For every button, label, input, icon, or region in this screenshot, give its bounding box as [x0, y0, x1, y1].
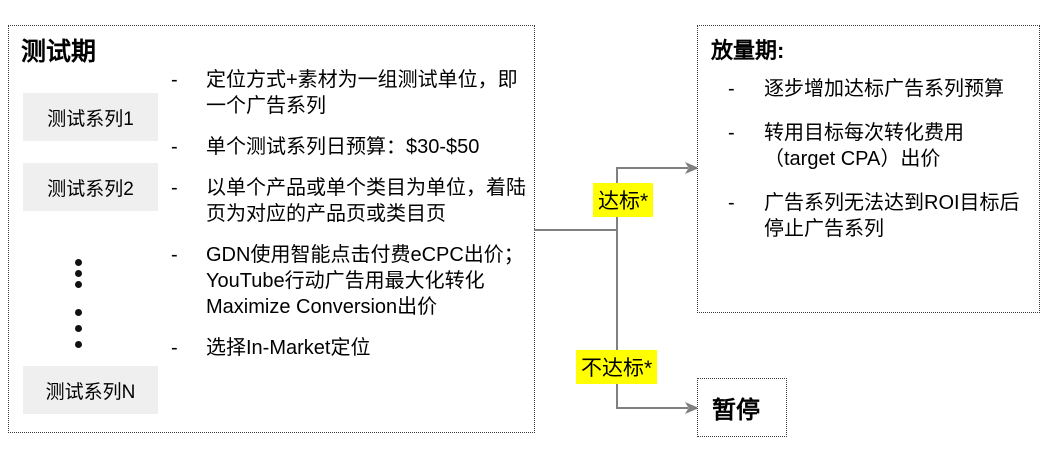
bullet-dash: - [171, 337, 178, 359]
bullet-dash: - [171, 177, 178, 199]
arrow-right-icon [685, 402, 699, 414]
list-item: - 单个测试系列日预算：$30-$50 [171, 134, 535, 160]
bullet-text: 广告系列无法达到ROI目标后停止广告系列 [764, 192, 1020, 240]
bullet-text: 转用目标每次转化费用（target CPA）出价 [764, 122, 964, 170]
bullet-dash: - [171, 69, 178, 91]
ellipsis-dot-icon [75, 341, 82, 348]
arrow-right-icon [685, 162, 699, 174]
test-period-box: 测试期 测试系列1 测试系列2 测试系列N - 定位方式+素材为一组测试单位，即… [8, 25, 535, 433]
connector-line-vertical [616, 168, 618, 409]
list-item: - GDN使用智能点击付费eCPC出价；YouTube行动广告用最大化转化Max… [171, 242, 535, 320]
bullet-text: 逐步增加达标广告系列预算 [764, 78, 1004, 100]
pause-label: 暂停 [712, 397, 760, 424]
list-item: - 广告系列无法达到ROI目标后停止广告系列 [728, 190, 1030, 242]
list-item: - 以单个产品或单个类目为单位，着陆页为对应的产品页或类目页 [171, 175, 535, 227]
bullet-text: 选择In-Market定位 [206, 337, 371, 359]
test-series-n-label: 测试系列N [23, 366, 158, 414]
scale-period-title: 放量期: [711, 38, 785, 63]
scale-period-bullet-list: - 逐步增加达标广告系列预算 - 转用目标每次转化费用（target CPA）出… [728, 76, 1030, 260]
test-series-1-label: 测试系列1 [23, 93, 158, 141]
bullet-text: 定位方式+素材为一组测试单位，即一个广告系列 [206, 69, 518, 117]
list-item: - 选择In-Market定位 [171, 335, 535, 361]
connector-line-main [534, 229, 617, 231]
bullet-dash: - [728, 122, 735, 144]
ellipsis-dot-icon [75, 259, 82, 266]
ellipsis-dot-icon [75, 270, 82, 277]
bullet-dash: - [171, 136, 178, 158]
pass-branch-label: 达标* [593, 183, 654, 217]
test-period-title: 测试期 [21, 38, 97, 66]
list-item: - 定位方式+素材为一组测试单位，即一个广告系列 [171, 67, 535, 119]
scale-period-box: 放量期: - 逐步增加达标广告系列预算 - 转用目标每次转化费用（target … [697, 25, 1040, 313]
bullet-dash: - [171, 244, 178, 266]
bullet-dash: - [728, 78, 735, 100]
bullet-text: 以单个产品或单个类目为单位，着陆页为对应的产品页或类目页 [206, 177, 526, 225]
test-period-bullet-list: - 定位方式+素材为一组测试单位，即一个广告系列 - 单个测试系列日预算：$30… [171, 67, 535, 376]
bullet-text: 单个测试系列日预算：$30-$50 [206, 136, 480, 158]
list-item: - 逐步增加达标广告系列预算 [728, 76, 1030, 102]
fail-branch-label: 不达标* [576, 350, 658, 384]
ellipsis-dot-icon [75, 309, 82, 316]
pause-box: 暂停 [697, 378, 787, 437]
test-series-2-label: 测试系列2 [23, 163, 158, 211]
ellipsis-dot-icon [75, 281, 82, 288]
ellipsis-dot-icon [75, 325, 82, 332]
connector-line-pass [616, 167, 688, 169]
list-item: - 转用目标每次转化费用（target CPA）出价 [728, 120, 1030, 172]
connector-line-fail [616, 407, 688, 409]
bullet-dash: - [728, 192, 735, 214]
bullet-text: GDN使用智能点击付费eCPC出价；YouTube行动广告用最大化转化Maxim… [206, 244, 524, 318]
